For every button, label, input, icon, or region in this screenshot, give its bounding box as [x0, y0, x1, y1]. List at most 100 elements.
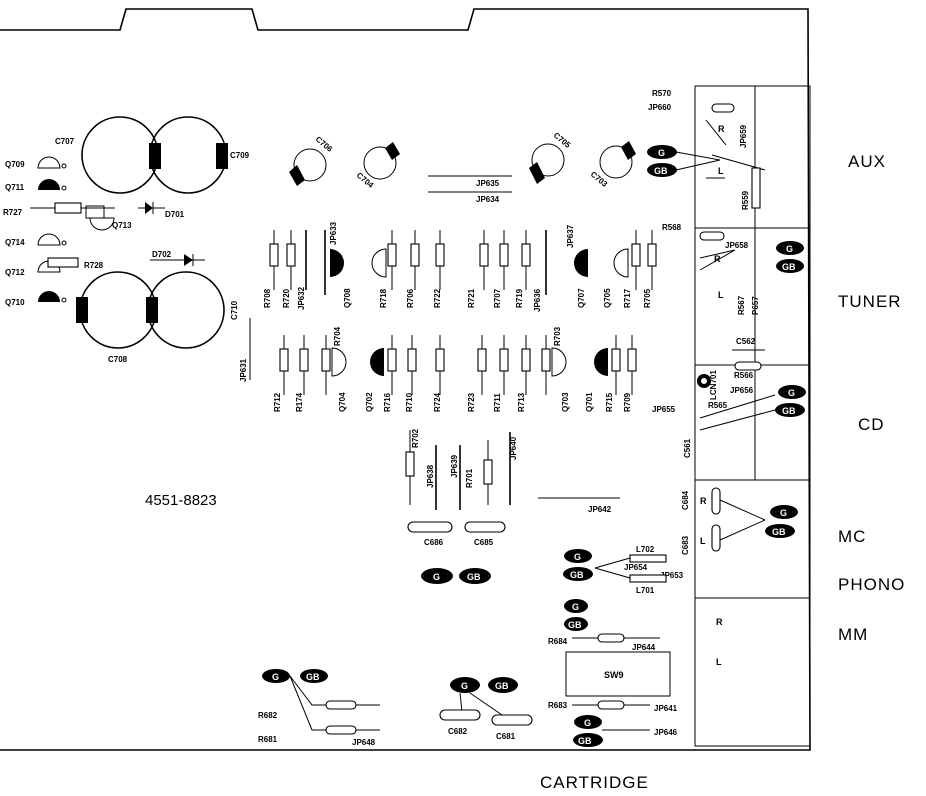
pad-g-aux: G [658, 148, 665, 158]
pad-g-cd: G [788, 388, 795, 398]
label-jp641: JP641 [654, 704, 678, 713]
label-r704: R704 [333, 326, 342, 346]
label-c707: C707 [55, 137, 75, 146]
pad-gb-bottom-middle: GB [495, 681, 509, 691]
label-jp642: JP642 [588, 505, 612, 514]
label-p657: P657 [751, 296, 760, 315]
capacitor-c706 [289, 148, 327, 186]
label-q707: Q707 [577, 288, 586, 308]
jack-panel [694, 85, 811, 747]
label-r717: R717 [623, 288, 632, 308]
transistor-q713 [89, 217, 115, 231]
label-r703: R703 [553, 326, 562, 346]
pads-phono [563, 549, 593, 631]
jack-label-tuner: TUNER [838, 292, 902, 311]
mm-left: L [716, 657, 722, 667]
pad-g-phono: G [574, 552, 581, 562]
label-c686: C686 [424, 538, 444, 547]
diode-d701 [138, 202, 165, 214]
centre-lower-components [405, 430, 620, 533]
label-d701: D701 [165, 210, 185, 219]
pad-gb-aux: GB [654, 166, 668, 176]
label-q714: Q714 [5, 238, 25, 247]
label-r174: R174 [295, 392, 304, 412]
label-c681: C681 [496, 732, 516, 741]
label-jp653: JP653 [660, 571, 684, 580]
label-c710: C710 [230, 300, 239, 320]
transistor-q709 [37, 156, 67, 169]
pad-gb-cd: GB [782, 406, 796, 416]
capacitor-c705 [529, 143, 565, 184]
label-q711: Q711 [5, 183, 25, 192]
label-q702: Q702 [365, 392, 374, 412]
pad-gb-mc: GB [772, 527, 786, 537]
transistor-q711 [38, 179, 67, 191]
label-q709: Q709 [5, 160, 25, 169]
label-r570: R570 [652, 89, 672, 98]
label-r718: R718 [379, 288, 388, 308]
resistor-row-upper [269, 230, 657, 295]
label-r568: R568 [662, 223, 682, 232]
label-r728: R728 [84, 261, 104, 270]
label-r712: R712 [273, 392, 282, 412]
label-r707: R707 [493, 288, 502, 308]
pad-gb-bottom-left: GB [306, 672, 320, 682]
label-r682: R682 [258, 711, 278, 720]
board-number: 4551-8823 [145, 492, 217, 509]
jack-label-aux: AUX [848, 152, 886, 171]
label-r683: R683 [548, 701, 568, 710]
mm-right: R [716, 617, 723, 627]
tuner-left: L [718, 290, 724, 300]
label-jp631: JP631 [239, 358, 248, 382]
label-c683: C683 [681, 535, 690, 555]
label-l701: L701 [636, 586, 655, 595]
jack-label-mm: MM [838, 625, 868, 644]
transistor-q714 [37, 233, 67, 246]
pad-gb-switch: GB [578, 736, 592, 746]
pads-aux [647, 145, 677, 177]
ground-pads-centre [421, 568, 491, 584]
pad-g-bottom-left: G [272, 672, 279, 682]
pads-mc [765, 505, 798, 538]
label-r722: R722 [433, 288, 442, 308]
label-r710: R710 [405, 392, 414, 412]
label-l702: L702 [636, 545, 655, 554]
pad-gb-phono-2: GB [568, 620, 582, 630]
capacitor-c703 [599, 141, 636, 179]
label-r723: R723 [467, 392, 476, 412]
label-lcn701: LCN701 [709, 370, 718, 400]
label-c684: C684 [681, 490, 690, 510]
label-r702: R702 [411, 428, 420, 448]
label-q710: Q710 [5, 298, 25, 307]
pad-gb-tuner: GB [782, 262, 796, 272]
label-r716: R716 [383, 392, 392, 412]
pads-cd [775, 385, 806, 417]
label-r721: R721 [467, 288, 476, 308]
aux-right: R [718, 124, 725, 134]
label-q704: Q704 [338, 392, 347, 412]
pads-switch [573, 715, 603, 747]
label-c705: C705 [552, 131, 573, 151]
label-c685: C685 [474, 538, 494, 547]
resistor-r559 [751, 167, 761, 209]
label-r708: R708 [263, 288, 272, 308]
label-r565: R565 [708, 401, 728, 410]
label-jp640: JP640 [509, 436, 518, 460]
pad-gb-centre: GB [467, 572, 481, 582]
label-jp633: JP633 [329, 221, 338, 245]
label-r719: R719 [515, 288, 524, 308]
label-r701: R701 [465, 468, 474, 488]
label-c706: C706 [314, 135, 335, 155]
pads-bottom-left [262, 669, 328, 683]
label-jp635: JP635 [476, 179, 500, 188]
jack-label-cartridge: CARTRIDGE [540, 773, 649, 792]
label-jp654: JP654 [624, 563, 648, 572]
label-jp659: JP659 [739, 124, 748, 148]
pads-tuner [776, 241, 804, 273]
label-r566: R566 [734, 371, 754, 380]
label-r567: R567 [737, 295, 746, 315]
label-jp636: JP636 [533, 288, 542, 312]
label-c709: C709 [230, 151, 250, 160]
pad-g-phono-2: G [572, 602, 579, 612]
